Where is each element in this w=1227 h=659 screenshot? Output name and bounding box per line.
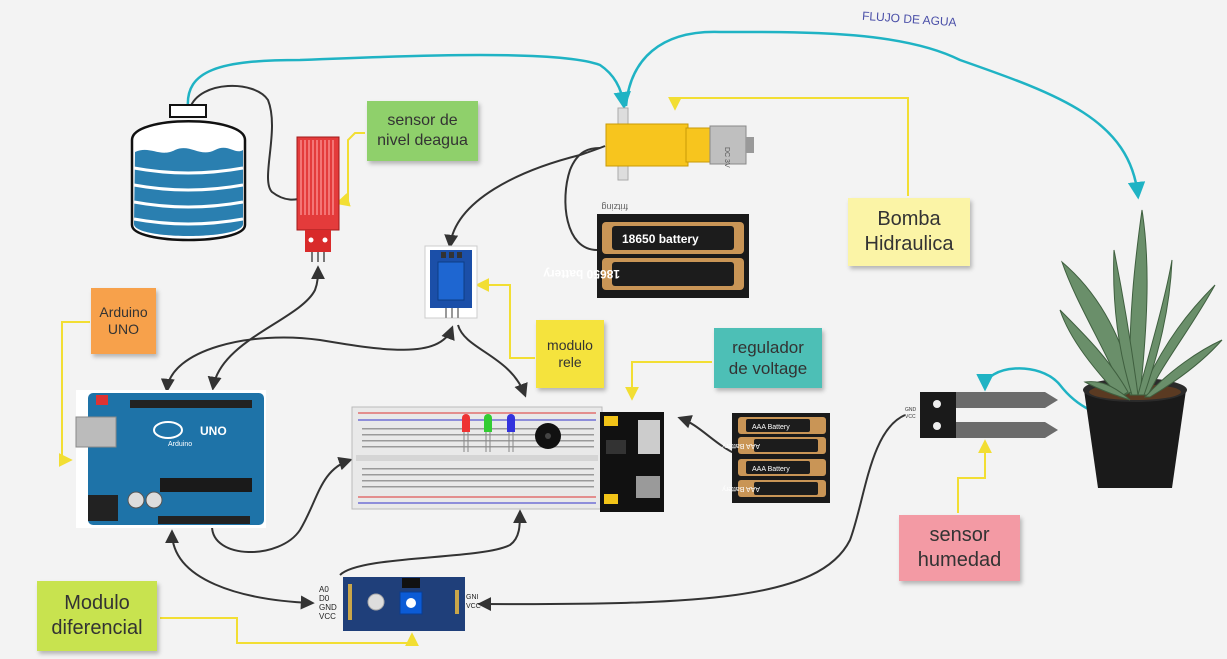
arduino-uno-board: UNO Arduino bbox=[75, 390, 266, 528]
diff-pin-vcc-right: VCC bbox=[466, 603, 481, 610]
relay-to-pump-wire bbox=[444, 145, 606, 249]
control-wires bbox=[160, 84, 906, 612]
water-sensor-annotation-line bbox=[335, 132, 365, 207]
arduino-note: Arduino UNO bbox=[91, 288, 156, 354]
aaa-battery-label-4: AAA Battery bbox=[722, 485, 760, 492]
regulator-note: regulador de voltage bbox=[714, 328, 822, 388]
arduino-logo: UNO bbox=[200, 424, 227, 438]
arduino-brand: Arduino bbox=[168, 441, 192, 448]
tank-to-water-sensor-wire bbox=[189, 84, 306, 201]
led-blue bbox=[507, 414, 515, 452]
water-level-sensor bbox=[296, 136, 340, 262]
aaa-battery-pack: AAA Battery AAA Battery AAA Battery AAA … bbox=[722, 413, 830, 503]
motor-marking: DC 3V bbox=[723, 147, 730, 168]
water-flow-lines bbox=[186, 30, 1146, 412]
moisture-to-diff-module-wire bbox=[477, 414, 906, 612]
diff-module-to-breadboard-wire bbox=[339, 509, 527, 576]
differential-module-note: Modulo diferencial bbox=[37, 581, 157, 651]
humidity-sensor-note: sensor humedad bbox=[899, 515, 1020, 581]
diff-pin-a0: A0 bbox=[319, 585, 329, 594]
water-tank bbox=[130, 104, 247, 242]
battery-18650-bottom-label: 18650 battery bbox=[543, 267, 620, 281]
pump-note: Bomba Hidraulica bbox=[848, 198, 970, 266]
breadboard bbox=[351, 406, 664, 512]
relay-to-breadboard-wire bbox=[457, 324, 528, 398]
arduino-annotation-line bbox=[58, 321, 90, 467]
moisture-pin-vcc: VCC bbox=[905, 414, 916, 420]
regulator-batteries-wire bbox=[677, 415, 739, 456]
moisture-to-plant-flow bbox=[976, 367, 1091, 412]
relay-note: modulo rele bbox=[536, 320, 604, 388]
diff-pin-gni: GNI bbox=[466, 594, 479, 601]
led-red bbox=[462, 414, 470, 452]
moisture-pin-gnd: GND bbox=[905, 407, 917, 413]
pump-motor: DC 3V bbox=[605, 107, 754, 181]
tank-to-pump-flow bbox=[186, 53, 631, 110]
diff-pin-d0: D0 bbox=[319, 594, 330, 603]
fritzing-mark: fritzing bbox=[601, 202, 628, 212]
humidity-annotation-line bbox=[957, 439, 992, 513]
soil-moisture-probe: GND VCC bbox=[905, 392, 1058, 438]
diff-pin-gnd: GND bbox=[319, 603, 337, 612]
power-supply-module bbox=[600, 412, 664, 512]
relay-annotation-line bbox=[475, 278, 535, 359]
diff-pin-vcc: VCC bbox=[319, 612, 336, 621]
pump-annotation-line bbox=[668, 96, 909, 196]
pump-to-plant-flow bbox=[624, 30, 1146, 200]
battery-18650-holder: fritzing 18650 battery 18650 battery bbox=[543, 202, 749, 298]
regulator-annotation-line bbox=[625, 361, 712, 401]
buzzer bbox=[535, 423, 561, 449]
led-green bbox=[484, 414, 492, 452]
arduino-to-diff-module-wire bbox=[165, 529, 315, 610]
aaa-battery-label-3: AAA Battery bbox=[752, 466, 790, 473]
arduino-to-relay-wire bbox=[160, 325, 455, 393]
arduino-to-water-sensor-wire bbox=[207, 265, 325, 391]
battery-to-pump-wire bbox=[564, 147, 601, 251]
aloe-plant bbox=[1059, 209, 1223, 488]
aaa-battery-label-2: AAA Battery bbox=[722, 442, 760, 449]
differential-module: A0 D0 GND VCC GNI VCC bbox=[319, 577, 481, 631]
battery-18650-top-label: 18650 battery bbox=[622, 232, 699, 246]
aaa-battery-label-1: AAA Battery bbox=[752, 424, 790, 431]
relay-module bbox=[424, 245, 478, 319]
water-level-sensor-note: sensor de nivel deagua bbox=[367, 101, 478, 161]
annotation-lines bbox=[58, 96, 992, 647]
diff-annotation-line bbox=[160, 617, 419, 647]
